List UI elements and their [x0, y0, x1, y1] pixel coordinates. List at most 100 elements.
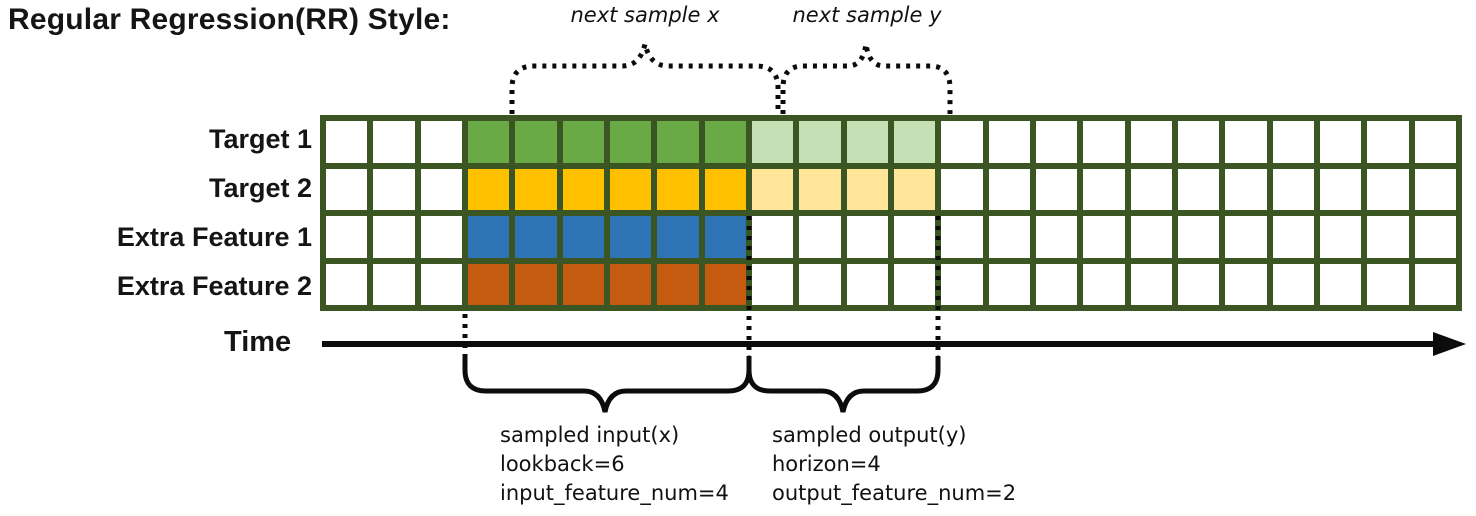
grid-cell — [941, 263, 983, 305]
grid-cell — [846, 216, 888, 258]
grid-cell — [562, 216, 604, 258]
grid-cell — [846, 168, 888, 210]
sampled-output-title: sampled output(y) — [772, 423, 967, 447]
next-sample-x-label: next sample x — [570, 3, 720, 27]
grid-cell — [704, 168, 746, 210]
grid-cell — [1367, 263, 1409, 305]
grid-cell — [704, 263, 746, 305]
sampled-output-brace — [746, 355, 941, 413]
grid-cell — [1319, 216, 1362, 258]
row-label-target-2: Target 2 — [208, 173, 312, 203]
grid-cell — [799, 263, 841, 305]
grid-cell — [373, 121, 415, 163]
grid-cell — [1414, 216, 1456, 258]
grid-cell — [988, 121, 1030, 163]
grid-cell — [1177, 216, 1220, 258]
grid-cell — [609, 168, 652, 210]
grid-cell — [1083, 263, 1125, 305]
grid-cell — [988, 263, 1030, 305]
grid-cell — [420, 216, 462, 258]
grid-cell — [704, 216, 746, 258]
grid-cell — [1319, 168, 1362, 210]
grid-cell — [1414, 121, 1456, 163]
grid-cell — [1414, 168, 1456, 210]
grid-cell — [799, 121, 841, 163]
grid-cell — [1272, 263, 1314, 305]
grid-cell — [657, 121, 699, 163]
grid-cell — [1225, 121, 1267, 163]
grid-cell — [846, 121, 888, 163]
grid-cell — [373, 216, 415, 258]
next-sample-y-brace — [780, 43, 953, 114]
grid-cell — [326, 121, 368, 163]
grid-cell — [467, 216, 510, 258]
time-axis-label: Time — [224, 326, 292, 358]
horizon-value: horizon=4 — [772, 452, 881, 476]
input-feature-num-value: input_feature_num=4 — [500, 481, 729, 505]
grid-cell — [988, 216, 1030, 258]
sampled-input-brace — [462, 355, 752, 413]
grid-cell — [420, 263, 462, 305]
grid-cell — [1367, 121, 1409, 163]
sampled-input-title: sampled input(x) — [500, 423, 680, 447]
grid-cell — [326, 168, 368, 210]
grid-cell — [420, 168, 462, 210]
grid-cell — [941, 121, 983, 163]
grid-cell — [1225, 216, 1267, 258]
grid-cell — [562, 168, 604, 210]
grid-cell — [751, 168, 794, 210]
grid-cell — [420, 121, 462, 163]
grid-cell — [1177, 121, 1220, 163]
grid-cell — [562, 263, 604, 305]
time-axis-arrow — [322, 332, 1466, 356]
sample-grid — [320, 115, 1462, 311]
next-sample-y-label: next sample y — [792, 3, 942, 27]
grid-cell — [1035, 216, 1078, 258]
grid-cell — [1083, 121, 1125, 163]
grid-cell — [609, 216, 652, 258]
grid-cell — [1083, 216, 1125, 258]
grid-cell — [988, 168, 1030, 210]
row-label-extra-feature-1: Extra Feature 1 — [116, 222, 312, 252]
grid-cell — [467, 263, 510, 305]
grid-cell — [704, 121, 746, 163]
grid-cell — [657, 168, 699, 210]
grid-cell — [1130, 168, 1172, 210]
grid-cell — [1272, 216, 1314, 258]
row-label-target-1: Target 1 — [208, 124, 312, 154]
grid-cell — [1130, 216, 1172, 258]
grid-cell — [1319, 121, 1362, 163]
row-label-extra-feature-2: Extra Feature 2 — [116, 271, 312, 301]
grid-cell — [1319, 263, 1362, 305]
grid-cell — [1272, 121, 1314, 163]
grid-cell — [799, 168, 841, 210]
grid-cell — [846, 263, 888, 305]
grid-cell — [326, 216, 368, 258]
sampled-input-annotation: sampled input(x) lookback=6 input_featur… — [500, 421, 729, 508]
grid-cell — [1272, 168, 1314, 210]
lookback-value: lookback=6 — [500, 452, 625, 476]
grid-cell — [893, 121, 936, 163]
grid-cell — [515, 168, 557, 210]
grid-cell — [609, 263, 652, 305]
grid-cell — [1035, 168, 1078, 210]
grid-cell — [751, 121, 794, 163]
grid-cell — [893, 168, 936, 210]
sampled-output-annotation: sampled output(y) horizon=4 output_featu… — [772, 421, 1016, 508]
grid-cell — [1367, 168, 1409, 210]
grid-cell — [1225, 263, 1267, 305]
next-sample-x-brace — [509, 43, 781, 114]
grid-cell — [799, 216, 841, 258]
grid-cell — [467, 168, 510, 210]
grid-cell — [1177, 263, 1220, 305]
grid-cell — [609, 121, 652, 163]
grid-cell — [751, 263, 794, 305]
grid-cell — [1225, 168, 1267, 210]
grid-cell — [1035, 121, 1078, 163]
grid-cell — [467, 121, 510, 163]
grid-cell — [326, 263, 368, 305]
grid-cell — [941, 216, 983, 258]
output-feature-num-value: output_feature_num=2 — [772, 481, 1017, 505]
grid-cell — [373, 168, 415, 210]
